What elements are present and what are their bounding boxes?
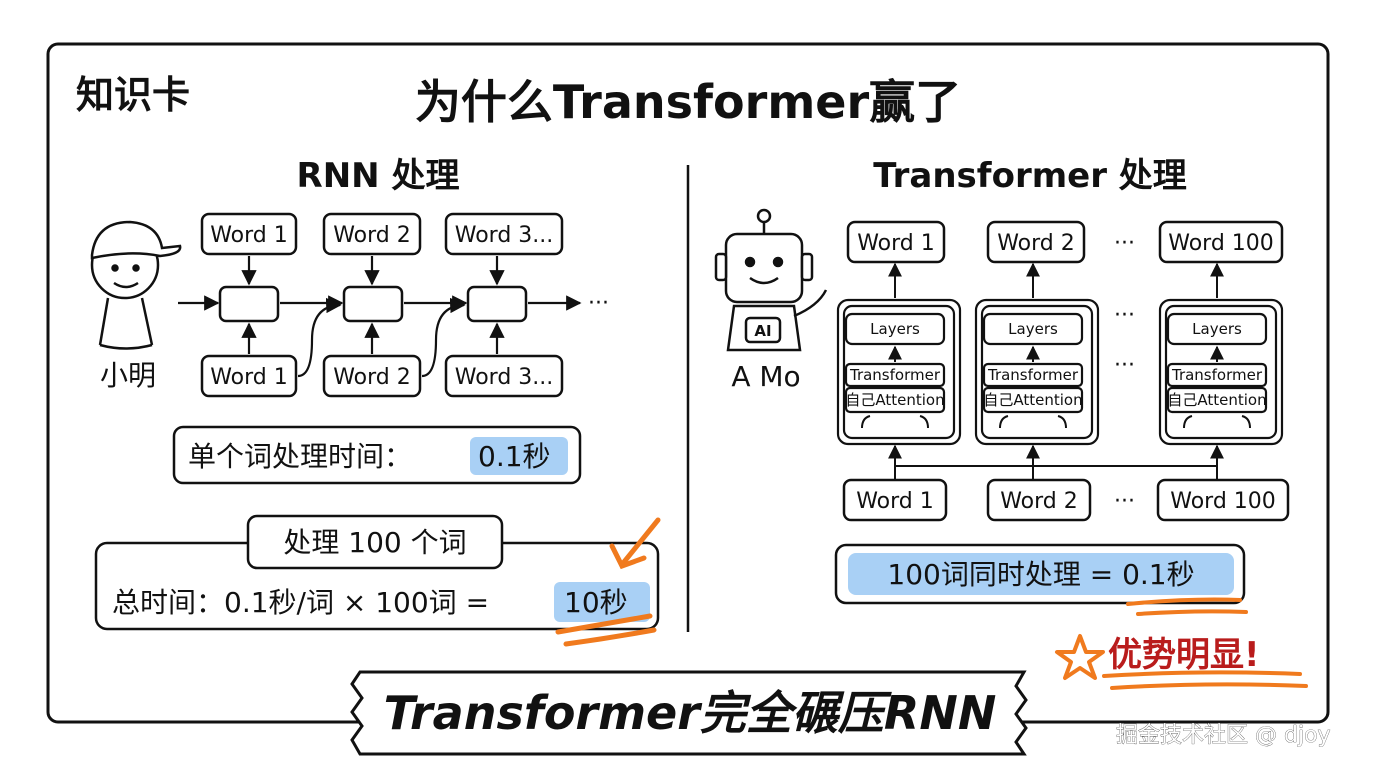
tf-mid-ellipsis: ···	[1114, 353, 1135, 378]
transformer-bottom-words: Word 1 Word 2 Word 100	[842, 478, 1290, 522]
rnn-top-word-label: Word 2	[333, 223, 411, 248]
rnn-nodes	[218, 285, 528, 323]
tf-bottom-word-box	[986, 478, 1092, 522]
single-time-label: 单个词处理时间：	[188, 440, 412, 473]
tf-transformer-label: Transformer	[849, 366, 941, 384]
rnn-top-words: Word 1 Word 2 Word 3...	[200, 212, 564, 256]
tf-top-word-label: Word 100	[1168, 231, 1274, 256]
tf-bottom-word-box	[1156, 478, 1290, 522]
tf-top-word-label: Word 2	[997, 231, 1075, 256]
rnn-top-word-box	[200, 212, 298, 256]
tf-top-word-box	[846, 220, 946, 264]
tf-layers-label: Layers	[1192, 320, 1242, 338]
tf-attention-label: 自己Attention	[845, 391, 944, 409]
rnn-node	[218, 285, 280, 323]
robot-badge: AI	[754, 322, 771, 340]
tf-attention-label: 自己Attention	[1167, 391, 1266, 409]
rnn-bottom-word-box	[200, 354, 298, 398]
rnn-continuation: ···	[588, 291, 609, 316]
tf-bottom-ellipsis: ···	[1114, 489, 1135, 514]
rnn-node	[342, 285, 404, 323]
result-text: 100词同时处理 = 0.1秒	[887, 558, 1194, 591]
tf-bottom-word-label: Word 100	[1170, 489, 1276, 514]
banner-box	[350, 670, 1028, 756]
rnn-bottom-word-box	[444, 354, 564, 398]
person-label: 小明	[100, 359, 156, 392]
result-underline	[1126, 597, 1248, 616]
tf-bottom-word-label: Word 1	[856, 489, 934, 514]
card-tag: 知识卡	[76, 73, 190, 117]
robot-label: A Mo	[731, 360, 800, 393]
tf-top-ellipsis: ···	[1114, 231, 1135, 256]
rnn-top-word-label: Word 1	[210, 223, 288, 248]
rnn-heading: RNN 处理	[297, 156, 460, 196]
rnn-node	[466, 285, 528, 323]
single-time-value: 0.1秒	[478, 440, 551, 473]
advantage-text: 优势明显!	[1108, 635, 1260, 675]
tf-top-word-box	[986, 220, 1086, 264]
transformer-top-words: Word 1 Word 2 Word 100	[846, 220, 1284, 264]
tf-top-word-label: Word 1	[857, 231, 935, 256]
watermark: 掘金技术社区 @ djoy	[1116, 723, 1331, 748]
orange-accent-strokes	[555, 517, 661, 647]
rnn-bottom-word-box	[322, 354, 422, 398]
transformer-heading: Transformer 处理	[873, 156, 1187, 196]
rnn-bottom-word-label: Word 2	[333, 365, 411, 390]
rnn-bottom-word-label: Word 3...	[455, 365, 554, 390]
single-time-highlight	[470, 437, 568, 475]
person-icon	[90, 220, 182, 350]
group-tab-label: 处理 100 个词	[283, 526, 466, 559]
robot-icon	[714, 208, 828, 352]
result-highlight	[848, 553, 1234, 595]
rnn-bottom-arrows	[241, 297, 505, 378]
rnn-top-arrows	[241, 256, 505, 286]
tf-transformer-label: Transformer	[987, 366, 1079, 384]
tf-attention-label: 自己Attention	[983, 391, 1082, 409]
advantage-underline	[1102, 670, 1308, 690]
transformer-stacks	[836, 298, 1284, 446]
rnn-top-word-box	[322, 212, 422, 256]
rnn-bottom-word-label: Word 1	[210, 365, 288, 390]
transformer-arrows	[861, 262, 1251, 480]
tf-layers-label: Layers	[870, 320, 920, 338]
rnn-bottom-words: Word 1 Word 2 Word 3...	[200, 354, 564, 398]
total-time-value: 10秒	[564, 586, 628, 619]
tf-bottom-word-label: Word 2	[1000, 489, 1078, 514]
rnn-top-word-box	[444, 212, 564, 256]
tf-bottom-word-box	[842, 478, 948, 522]
tf-top-word-box	[1158, 220, 1284, 264]
tf-mid-ellipsis: ···	[1114, 303, 1135, 328]
tf-layers-label: Layers	[1008, 320, 1058, 338]
tf-transformer-label: Transformer	[1171, 366, 1263, 384]
banner-text: Transformer完全碾压RNN	[384, 686, 997, 740]
group-tab-box	[246, 514, 504, 570]
page-title: 为什么Transformer赢了	[415, 75, 961, 129]
star-icon	[1055, 634, 1105, 680]
total-time-highlight	[554, 582, 650, 622]
rnn-top-word-label: Word 3...	[455, 223, 554, 248]
total-time-label: 总时间：0.1秒/词 × 100词 =	[112, 586, 489, 619]
